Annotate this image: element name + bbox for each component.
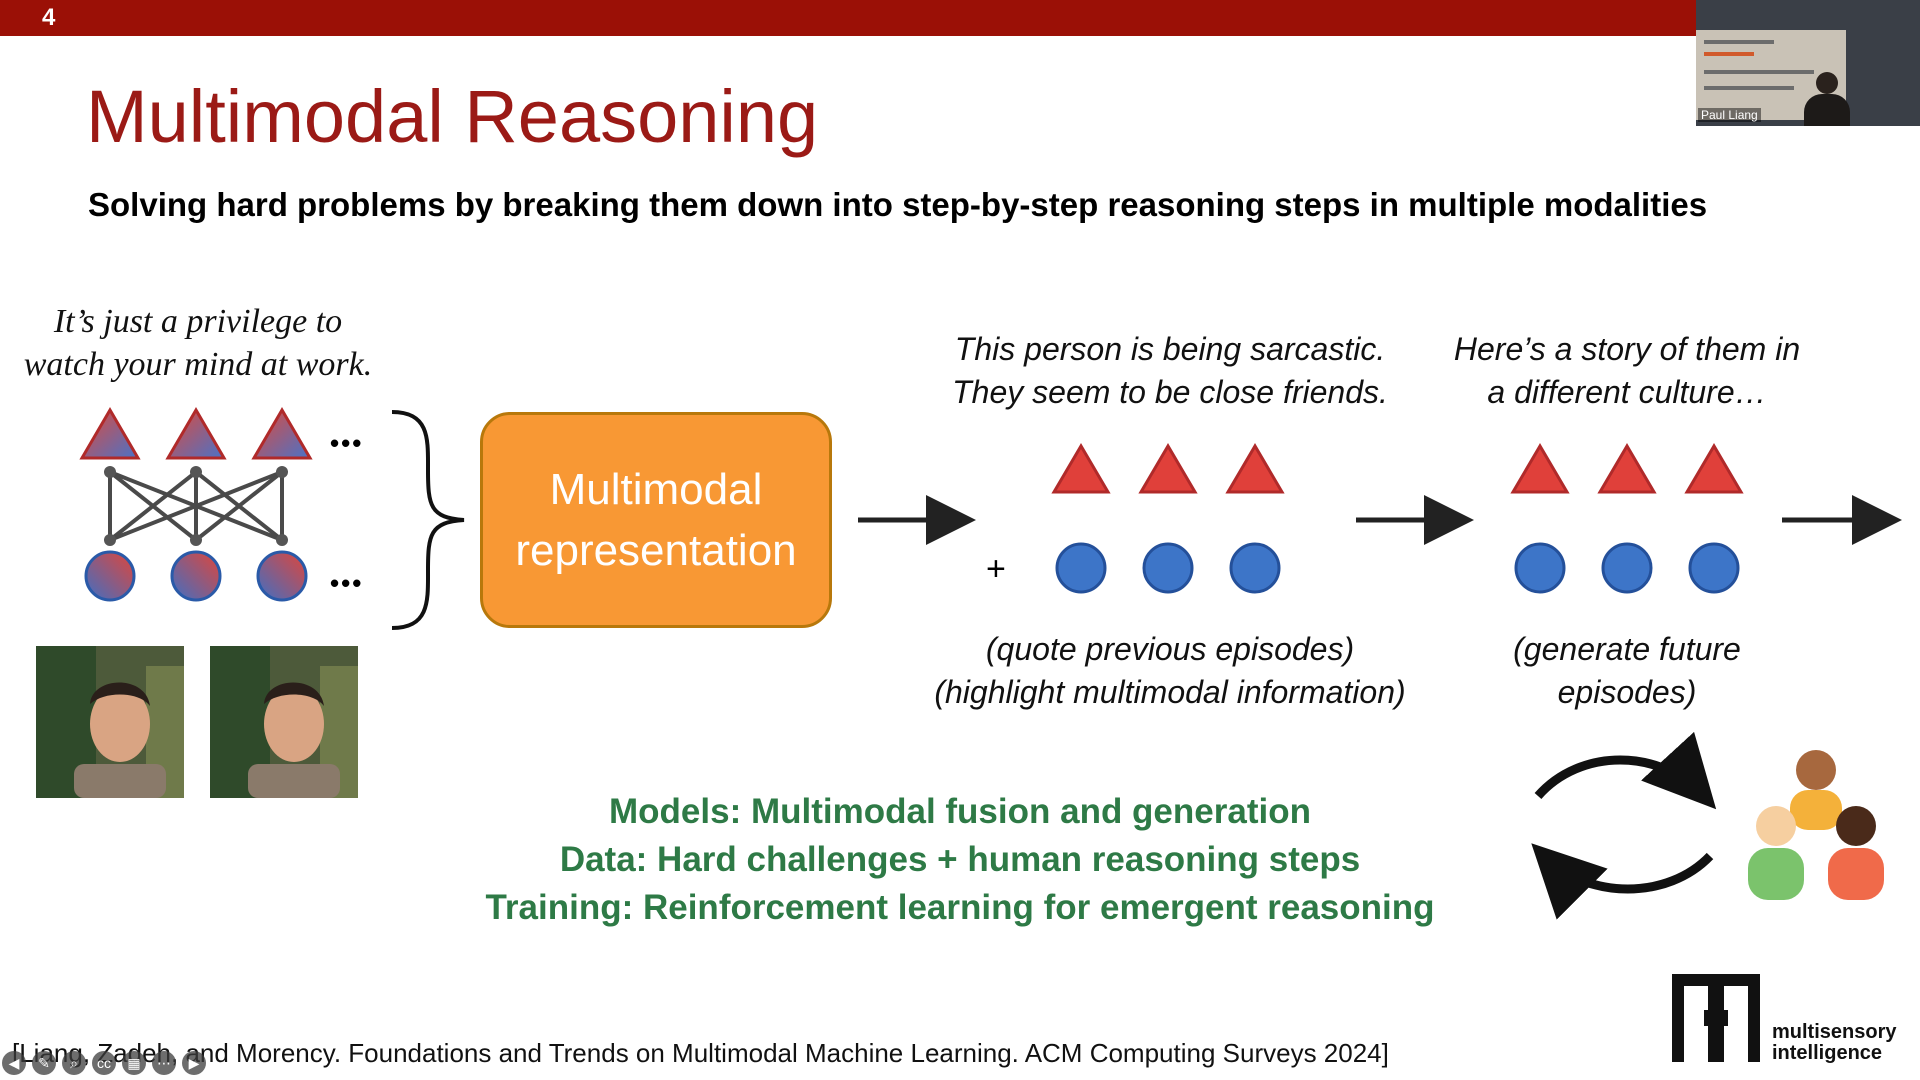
slide-number: 4 (42, 4, 56, 31)
red-triangle (1138, 443, 1198, 494)
left-quote-line: It’s just a privilege to (53, 303, 343, 340)
video-frame-2 (210, 646, 358, 798)
back-arrow-icon[interactable]: ◀ (2, 1051, 26, 1075)
step1-caption-line: This person is being sarcastic. (954, 331, 1386, 367)
speaker-name: Paul Liang (1698, 108, 1761, 122)
cycle-arrow-bottom (1531, 843, 1714, 920)
left-quote: It’s just a privilege to watch your mind… (0, 300, 396, 386)
slide-title: Multimodal Reasoning (86, 75, 819, 158)
logo-line: intelligence (1772, 1042, 1883, 1064)
speaker-webcam: Paul Liang (1696, 0, 1920, 126)
key-point-training: Training: Reinforcement learning for eme… (485, 888, 1435, 927)
cycle-arrow-top (1534, 731, 1717, 810)
video-frame-1-image (36, 646, 184, 798)
step1-note-line: (highlight multimodal information) (934, 674, 1406, 710)
logo-mark (1672, 974, 1760, 1062)
red-triangle (1510, 443, 1570, 494)
key-point-data: Data: Hard challenges + human reasoning … (559, 840, 1361, 879)
rep-box-line: Multimodal (549, 465, 763, 514)
step1-caption-line: They seem to be close friends. (952, 374, 1388, 410)
key-point-models: Models: Multimodal fusion and generation (609, 792, 1311, 831)
slide-subtitle: Solving hard problems by breaking them d… (88, 186, 1708, 223)
gradient-triangle (79, 407, 141, 460)
plus-sign: + (986, 550, 1006, 588)
forward-arrow-icon[interactable]: ▶ (182, 1051, 206, 1075)
left-quote-line: watch your mind at work. (23, 346, 373, 383)
video-frame-1 (36, 646, 184, 798)
zoom-icon[interactable]: ⌕ (62, 1051, 86, 1075)
step2-note-line: (generate future (1513, 631, 1741, 667)
step1-note-line: (quote previous episodes) (985, 631, 1355, 667)
red-triangle (1051, 443, 1111, 494)
gradient-circle (84, 550, 136, 602)
red-triangle (1225, 443, 1285, 494)
header-bar (0, 0, 1920, 36)
ellipsis-bottom: ••• (330, 568, 364, 598)
step2-caption: Here’s a story of them in a different cu… (1400, 328, 1854, 414)
blue-circle (1688, 542, 1740, 594)
speaker-head (1816, 72, 1838, 94)
gradient-circle (256, 550, 308, 602)
gradient-circle (170, 550, 222, 602)
curly-brace (391, 410, 465, 630)
captions-icon[interactable]: cc (92, 1051, 116, 1075)
multimodal-representation-box: Multimodal representation (480, 412, 832, 628)
step2-caption-line: a different culture… (1487, 374, 1767, 410)
speaker-body (1804, 94, 1850, 126)
network-edges (108, 470, 284, 542)
video-frame-2-image (210, 646, 358, 798)
step1-caption: This person is being sarcastic. They see… (900, 328, 1440, 414)
people-group-icon (1748, 750, 1884, 900)
blue-circle (1142, 542, 1194, 594)
blue-circle (1229, 542, 1281, 594)
citation: [Liang, Zadeh, and Morency. Foundations … (12, 1038, 1389, 1068)
step1-note: (quote previous episodes) (highlight mul… (900, 628, 1440, 714)
slides-icon[interactable]: ▦ (122, 1051, 146, 1075)
rep-box-line: representation (515, 526, 797, 575)
gradient-triangle (251, 407, 313, 460)
step2-note: (generate future episodes) (1450, 628, 1804, 714)
red-triangle (1684, 443, 1744, 494)
logo-line: multisensory (1772, 1021, 1897, 1043)
key-points: Models: Multimodal fusion and generation… (380, 788, 1540, 932)
red-triangle (1597, 443, 1657, 494)
blue-circle (1055, 542, 1107, 594)
network-nodes (104, 466, 288, 546)
gradient-triangle (165, 407, 227, 460)
ellipsis-top: ••• (330, 428, 364, 458)
presentation-controls: ◀ ✎ ⌕ cc ▦ ⋯ ▶ (2, 1048, 206, 1078)
blue-circle (1514, 542, 1566, 594)
logo-text: multisensory intelligence (1772, 1022, 1896, 1064)
step2-caption-line: Here’s a story of them in (1453, 331, 1801, 367)
blue-circle (1601, 542, 1653, 594)
pen-icon[interactable]: ✎ (32, 1051, 56, 1075)
step2-note-line: episodes) (1557, 674, 1697, 710)
more-icon[interactable]: ⋯ (152, 1051, 176, 1075)
